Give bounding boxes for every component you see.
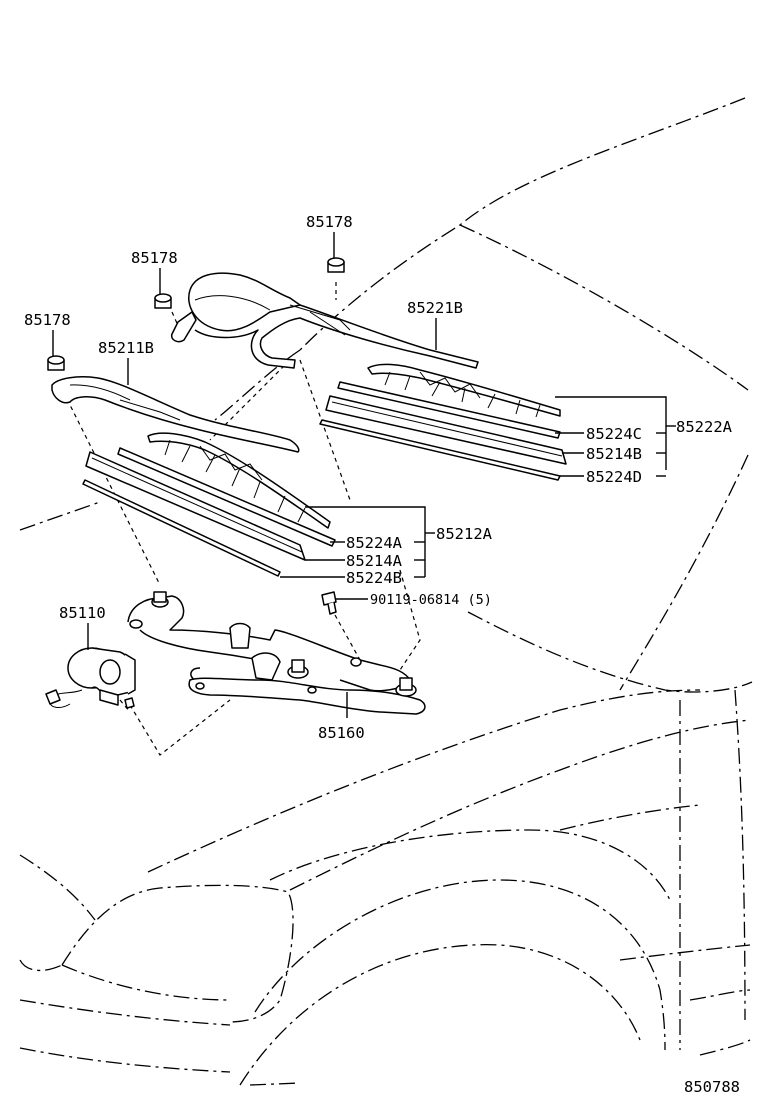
part-labels: 85178 85178 85178 85221B 85211B 85222A 8… (24, 213, 740, 1096)
label-link: 85160 (318, 724, 365, 742)
clip-mid-part (154, 293, 172, 309)
label-clip-left: 85178 (24, 311, 71, 329)
label-motor: 85110 (59, 604, 106, 622)
right-blade-assembly (319, 363, 567, 481)
label-right-rubber-c: 85224C (586, 425, 642, 443)
left-blade-assembly (82, 432, 336, 577)
label-bolt: 90119-06814 (5) (370, 592, 492, 608)
label-left-rubber-a: 85224A (346, 534, 403, 552)
assembly-guides (59, 282, 421, 756)
clip-left-part (47, 355, 65, 371)
label-blade-right-assy: 85222A (676, 418, 733, 436)
clip-top-part (327, 257, 345, 273)
bolt-part (321, 591, 337, 615)
label-blade-left-assy: 85212A (436, 525, 493, 543)
label-diagram-number: 850788 (684, 1078, 740, 1096)
label-right-refill-b: 85214B (586, 445, 642, 463)
label-clip-top: 85178 (306, 213, 353, 231)
wiper-linkage (127, 591, 426, 715)
left-wiper-arm (51, 376, 300, 453)
label-left-refill-a: 85214A (346, 552, 403, 570)
label-arm-right: 85221B (407, 299, 463, 317)
label-clip-mid: 85178 (131, 249, 178, 267)
wiper-motor (45, 647, 136, 709)
leader-lines (52, 232, 676, 718)
right-wiper-arm (170, 272, 479, 369)
vehicle-outline (19, 97, 753, 1086)
label-right-rubber-d: 85224D (586, 468, 642, 486)
label-arm-left: 85211B (98, 339, 154, 357)
label-left-rubber-b: 85224B (346, 569, 402, 587)
